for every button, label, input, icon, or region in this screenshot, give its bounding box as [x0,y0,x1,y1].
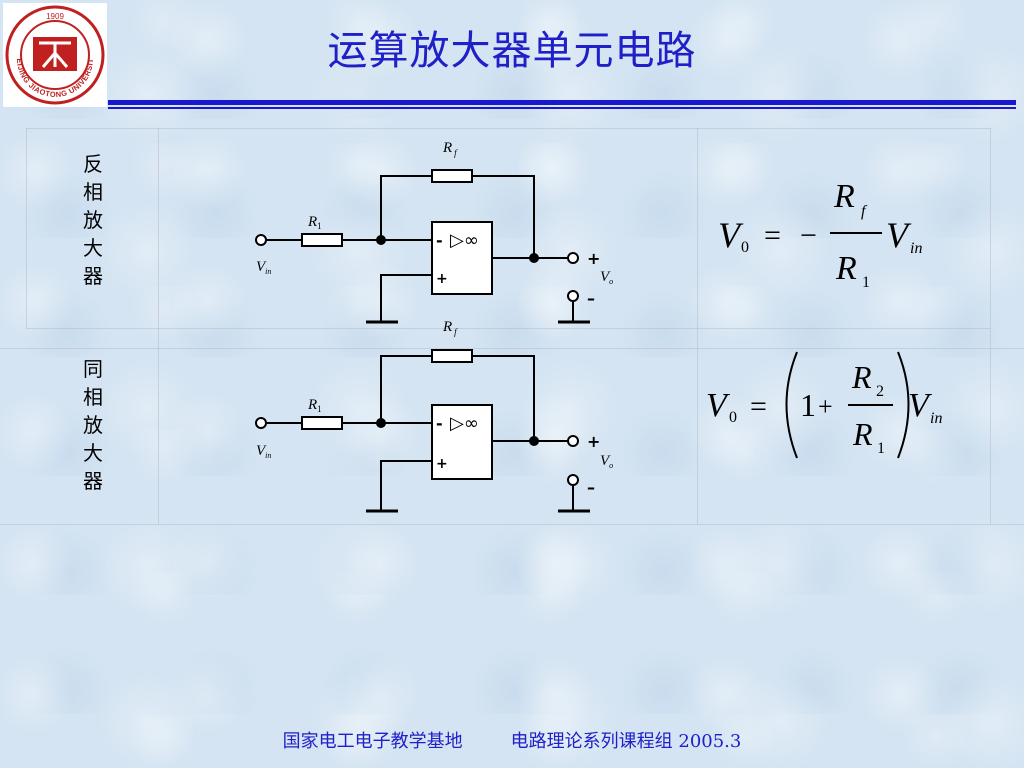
row-label-char: 相 [83,180,103,204]
svg-text:1909: 1909 [46,12,64,21]
svg-text:R: R [835,250,857,287]
resistor-r1 [301,233,343,247]
input-terminal [255,234,267,246]
junction-dot [529,436,539,446]
title-divider [108,100,1016,105]
resistor-rf [431,169,473,183]
formula-inverting: V 0 = − R f R 1 V in [718,178,922,291]
row-label-char: 相 [83,385,103,409]
svg-text:in: in [930,410,942,427]
inverting-circuit [255,169,590,324]
output-plus-sign: + [587,249,600,268]
svg-text:V: V [718,215,744,255]
footer: 国家电工电子教学基地 电路理论系列课程组 2005.3 [0,727,1024,753]
vo-label: Vo [600,269,613,286]
output-minus-sign: – [587,478,595,497]
svg-text:V: V [706,387,731,424]
output-terminal [567,290,579,302]
vin-label: Vin [256,259,271,276]
table-row-divider [26,328,991,329]
opamp-plus-sign: + [436,456,448,472]
svg-text:R: R [852,416,873,452]
table-col-divider [990,128,991,524]
row-label-char: 器 [83,264,103,288]
opamp-symbol: ▷∞ [450,413,479,434]
svg-text:1: 1 [800,387,816,423]
svg-text:0: 0 [729,409,737,426]
svg-text:2: 2 [876,383,884,400]
opamp-minus-sign: - [436,414,443,433]
row-label-noninverting: 同 相 放 大 器 [78,355,108,495]
svg-text:R: R [833,178,855,215]
opamp-minus-sign: - [436,231,443,250]
svg-text:f: f [861,203,868,220]
title-divider-thin [108,107,1016,109]
svg-text:V: V [886,215,912,255]
row-label-inverting: 反 相 放 大 器 [78,150,108,290]
page-title: 运算放大器单元电路 [327,28,697,74]
svg-text:1: 1 [877,440,885,457]
university-logo: 1909 BEIJING JIAOTONG UNIVERSITY [0,0,107,107]
row-label-char: 放 [83,413,103,437]
table-col-divider [26,128,27,328]
opamp-box [431,221,493,295]
svg-text:1: 1 [862,274,870,291]
row-label-char: 器 [83,469,103,493]
resistor-rf [431,349,473,363]
opamp-box [431,404,493,480]
svg-text:=: = [750,390,767,423]
svg-text:in: in [910,240,922,257]
svg-text:R: R [851,359,872,395]
footer-left: 国家电工电子教学基地 [282,731,463,752]
table-border-bottom [0,524,1024,525]
svg-text:=: = [764,219,781,252]
row-label-char: 大 [83,441,103,465]
vin-label: Vin [256,443,271,460]
right-paren [897,351,910,459]
row-label-char: 大 [83,236,103,260]
svg-text:0: 0 [741,239,749,256]
output-terminal [567,252,579,264]
output-minus-sign: – [587,289,595,308]
svg-text:+: + [818,392,833,421]
output-plus-sign: + [587,432,600,451]
footer-right: 电路理论系列课程组 2005.3 [510,731,742,752]
row-label-char: 反 [83,152,103,176]
output-terminal [567,435,579,447]
left-paren [785,351,798,459]
opamp-plus-sign: + [436,271,448,287]
r1-label: R1 [307,397,322,414]
opamp-symbol: ▷∞ [450,230,479,251]
vo-label: Vo [600,453,613,470]
table-border-top [26,128,991,129]
output-terminal [567,474,579,486]
row-label-char: 放 [83,208,103,232]
resistor-r1 [301,416,343,430]
input-terminal [255,417,267,429]
svg-text:−: − [800,219,817,252]
junction-dot [529,253,539,263]
table-row-divider [0,348,1024,349]
noninverting-circuit [255,349,590,513]
table-col-divider [158,128,159,524]
formula-noninverting: V 0 = 1 + R 2 R 1 V in [706,351,942,459]
table-col-divider [697,128,698,524]
row-label-char: 同 [83,357,103,381]
r1-label: R1 [307,214,322,231]
